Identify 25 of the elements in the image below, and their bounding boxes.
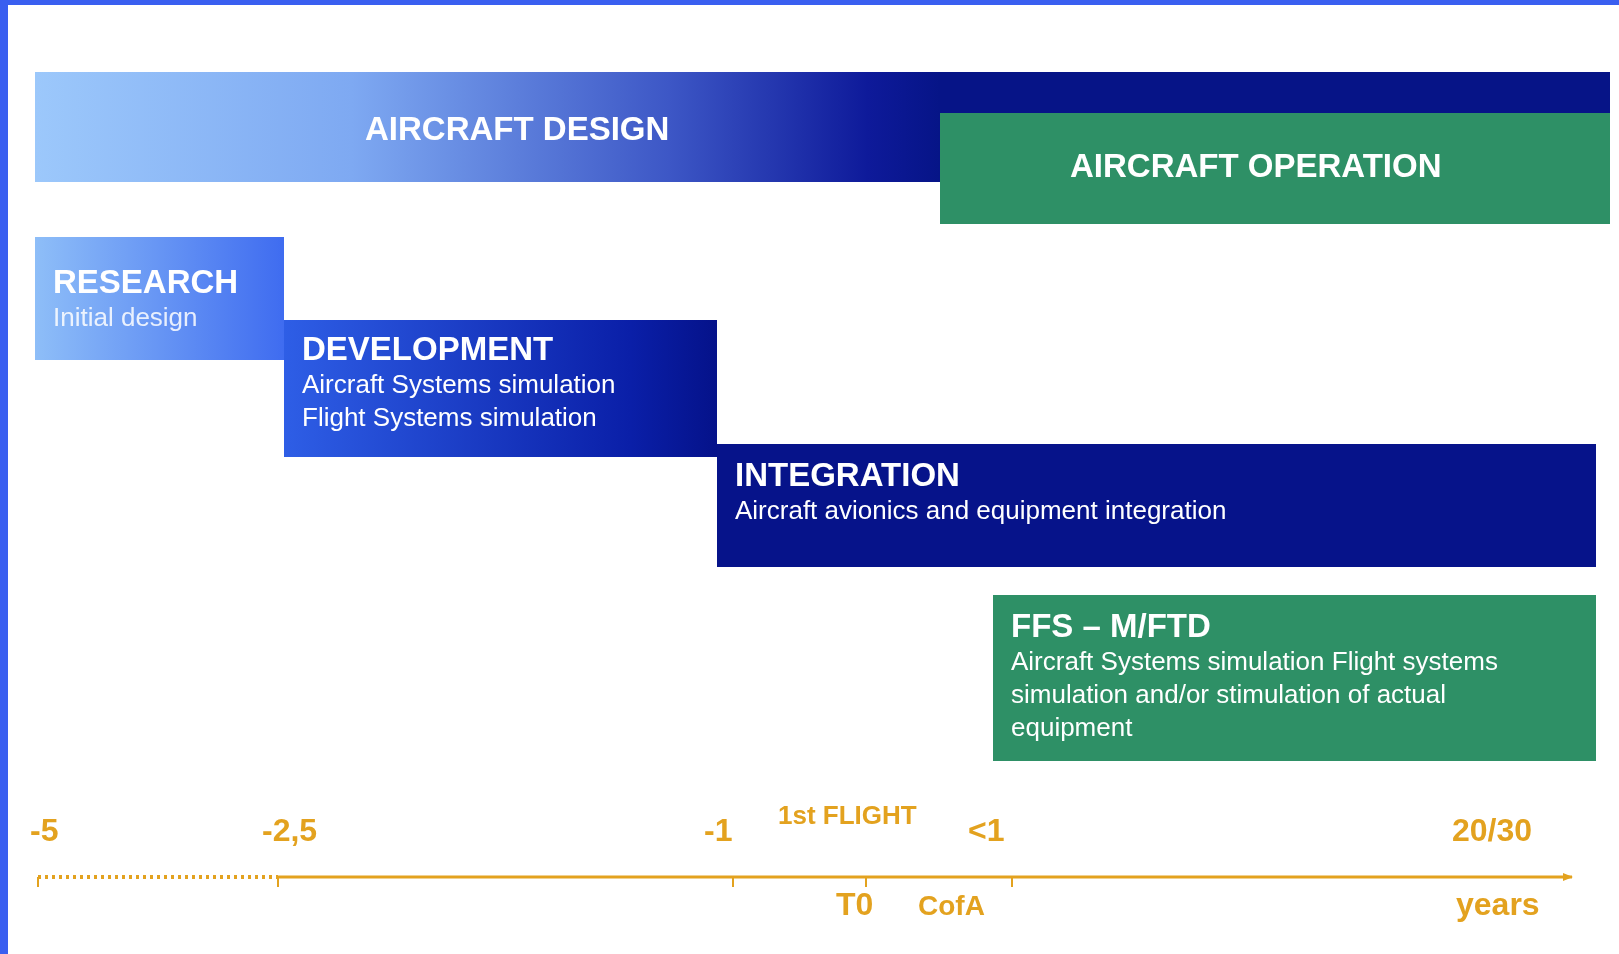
phase-title: AIRCRAFT DESIGN [365,110,670,148]
axis-value: <1 [968,812,1005,849]
phase-title: AIRCRAFT OPERATION [1070,147,1442,185]
milestone-label: 1st FLIGHT [778,800,917,831]
phase-description: Aircraft avionics and equipment integration [735,494,1228,527]
axis-value: -1 [704,812,733,849]
phase-description: Initial design [53,301,198,334]
phase-bar [993,595,1596,761]
phase-description: Aircraft Systems simulation Flight Systems simulation [302,368,617,434]
axis-value: -2,5 [262,812,318,849]
phase-title: INTEGRATION [735,456,960,494]
phase-title: RESEARCH [53,263,239,301]
phase-bar [284,320,717,457]
phase-title: DEVELOPMENT [302,330,554,368]
phase-bar [35,237,284,360]
axis-unit: years [1456,886,1540,923]
phase-bar [940,72,1610,224]
phase-description: Aircraft Systems simulation Flight systems simulation and/or stimulation of actual equipment [1011,645,1499,744]
phase-title: FFS – M/FTD [1011,607,1211,645]
phase-bar [35,72,940,182]
phase-bar [717,444,1596,567]
axis-value: 20/30 [1452,812,1533,849]
milestone-label: T0 [836,886,874,923]
milestone-label: CofA [918,890,985,922]
axis-value: -5 [30,812,59,849]
